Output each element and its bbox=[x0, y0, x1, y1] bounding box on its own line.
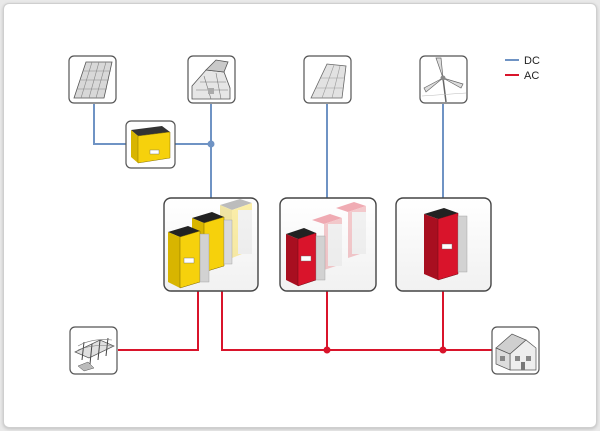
small-inverter-icon bbox=[125, 120, 176, 169]
wind-turbine-icon bbox=[419, 55, 468, 104]
red-inverter-icon bbox=[395, 197, 492, 292]
legend-dc-label: DC bbox=[524, 55, 540, 67]
dc-junction bbox=[207, 140, 215, 148]
solar-panel-icon bbox=[68, 55, 117, 104]
ac-line-yellow-to-bus bbox=[221, 291, 493, 351]
dc-lines bbox=[93, 104, 444, 198]
house-load-icon bbox=[491, 326, 540, 375]
solar-module-icon bbox=[303, 55, 352, 104]
legend-ac-label: AC bbox=[524, 70, 539, 82]
grid-pylon-icon bbox=[69, 326, 118, 375]
ac-junction-1 bbox=[323, 346, 331, 354]
red-inverter-bank-icon bbox=[279, 197, 377, 292]
ac-line-yellow-to-grid bbox=[118, 291, 199, 351]
legend: DC AC bbox=[505, 55, 540, 82]
rooftop-solar-icon bbox=[187, 55, 236, 104]
ac-junction-2 bbox=[439, 346, 447, 354]
yellow-inverter-bank-icon bbox=[163, 197, 259, 292]
dc-line-solar-to-small-inverter bbox=[93, 104, 127, 145]
ac-lines bbox=[118, 291, 493, 351]
